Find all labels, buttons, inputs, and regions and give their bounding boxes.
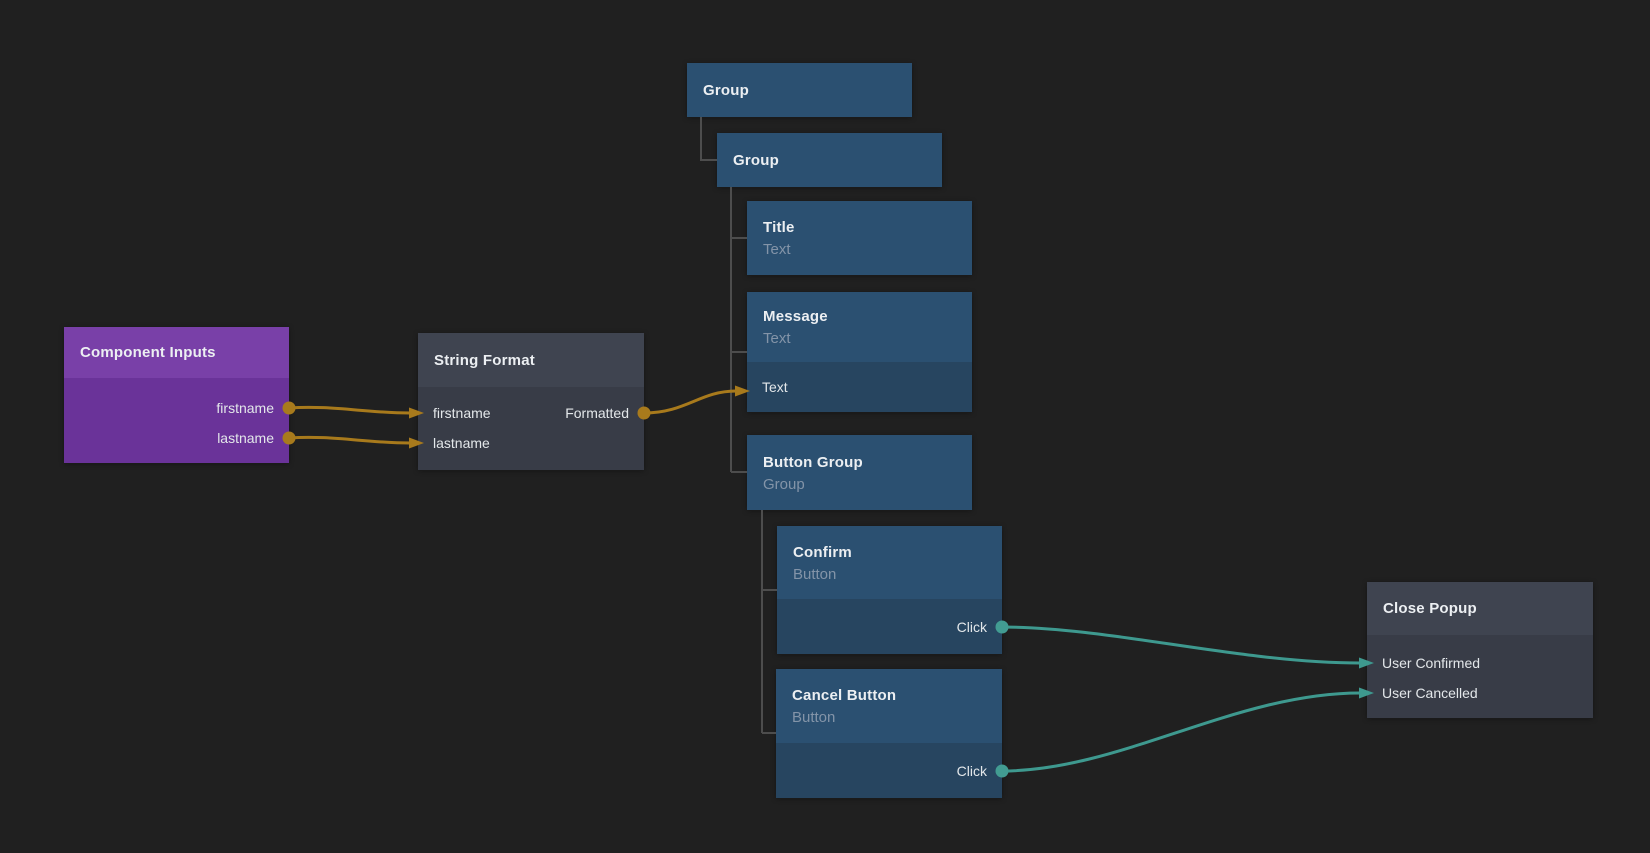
node-message[interactable]: Message Text Text (747, 292, 972, 412)
input-port-user-cancelled[interactable]: User Cancelled (1382, 685, 1478, 701)
node-component-inputs[interactable]: Component Inputs firstname lastname (64, 327, 289, 463)
node-subtitle: Text (763, 330, 791, 347)
node-header: Title Text (747, 201, 972, 275)
node-subtitle: Button (792, 709, 836, 726)
node-title: Group (733, 151, 779, 169)
edge-lastname[interactable] (288, 435, 411, 445)
output-port-formatted[interactable]: Formatted (565, 405, 629, 421)
ports-section: firstname lastname (64, 378, 289, 463)
port-row: Click (777, 599, 1002, 654)
node-close-popup[interactable]: Close Popup User Confirmed User Cancelle… (1367, 582, 1593, 718)
node-title: Group (703, 81, 749, 99)
ports-section: User Confirmed User Cancelled (1367, 635, 1593, 718)
node-cancel-button[interactable]: Cancel Button Button Click (776, 669, 1002, 798)
node-string-format[interactable]: String Format firstname Formatted lastna… (418, 333, 644, 470)
node-title-text[interactable]: Title Text (747, 201, 972, 275)
node-group-outer[interactable]: Group (687, 63, 912, 117)
edge-confirm-click[interactable] (1001, 625, 1361, 665)
ports-section: Click (777, 599, 1002, 654)
ports-section: firstname Formatted lastname (418, 387, 644, 470)
port-row: lastname (64, 423, 289, 453)
node-title: Title (763, 219, 795, 236)
node-header: Message Text (747, 292, 972, 362)
node-header: Cancel Button Button (776, 669, 1002, 743)
output-port-lastname[interactable]: lastname (217, 430, 274, 446)
input-port-text[interactable]: Text (762, 379, 788, 395)
node-title: Close Popup (1383, 600, 1477, 617)
ports-section: Click (776, 743, 1002, 798)
node-title: Confirm (793, 543, 852, 561)
port-row: Click (776, 743, 1002, 798)
node-button-group[interactable]: Button Group Group (747, 435, 972, 510)
input-port-user-confirmed[interactable]: User Confirmed (1382, 655, 1481, 671)
node-header: Button Group Group (747, 435, 972, 510)
output-port-firstname[interactable]: firstname (216, 400, 274, 416)
output-port-click[interactable]: Click (956, 762, 987, 779)
node-title: String Format (434, 351, 535, 369)
port-row: User Cancelled (1367, 678, 1593, 708)
input-port-firstname[interactable]: firstname (433, 405, 491, 421)
ports-section: Text (747, 362, 972, 412)
node-header: String Format (418, 333, 644, 387)
node-header: Group (687, 63, 912, 117)
port-row: Text (747, 362, 972, 412)
port-row: firstname Formatted (418, 398, 644, 428)
node-group-inner[interactable]: Group (717, 133, 942, 187)
node-subtitle: Group (763, 475, 805, 493)
node-title: Message (763, 308, 828, 325)
node-header: Group (717, 133, 942, 187)
node-subtitle: Button (793, 565, 837, 583)
input-port-lastname[interactable]: lastname (433, 435, 490, 451)
node-subtitle: Text (763, 241, 791, 258)
node-title: Button Group (763, 453, 863, 471)
edge-firstname[interactable] (288, 405, 411, 415)
port-row: lastname (418, 428, 644, 458)
port-row: User Confirmed (1367, 648, 1593, 678)
node-title: Cancel Button (792, 687, 897, 704)
edge-formatted-to-text[interactable] (643, 389, 737, 415)
node-confirm[interactable]: Confirm Button Click (777, 526, 1002, 654)
output-port-click[interactable]: Click (956, 618, 987, 635)
node-header: Confirm Button (777, 526, 1002, 599)
tree-line-group-outer-to-inner (700, 117, 717, 161)
node-header: Close Popup (1367, 582, 1593, 635)
edge-cancel-click[interactable] (1001, 691, 1361, 773)
port-row: firstname (64, 393, 289, 423)
node-title: Component Inputs (80, 344, 216, 361)
node-header: Component Inputs (64, 327, 289, 378)
